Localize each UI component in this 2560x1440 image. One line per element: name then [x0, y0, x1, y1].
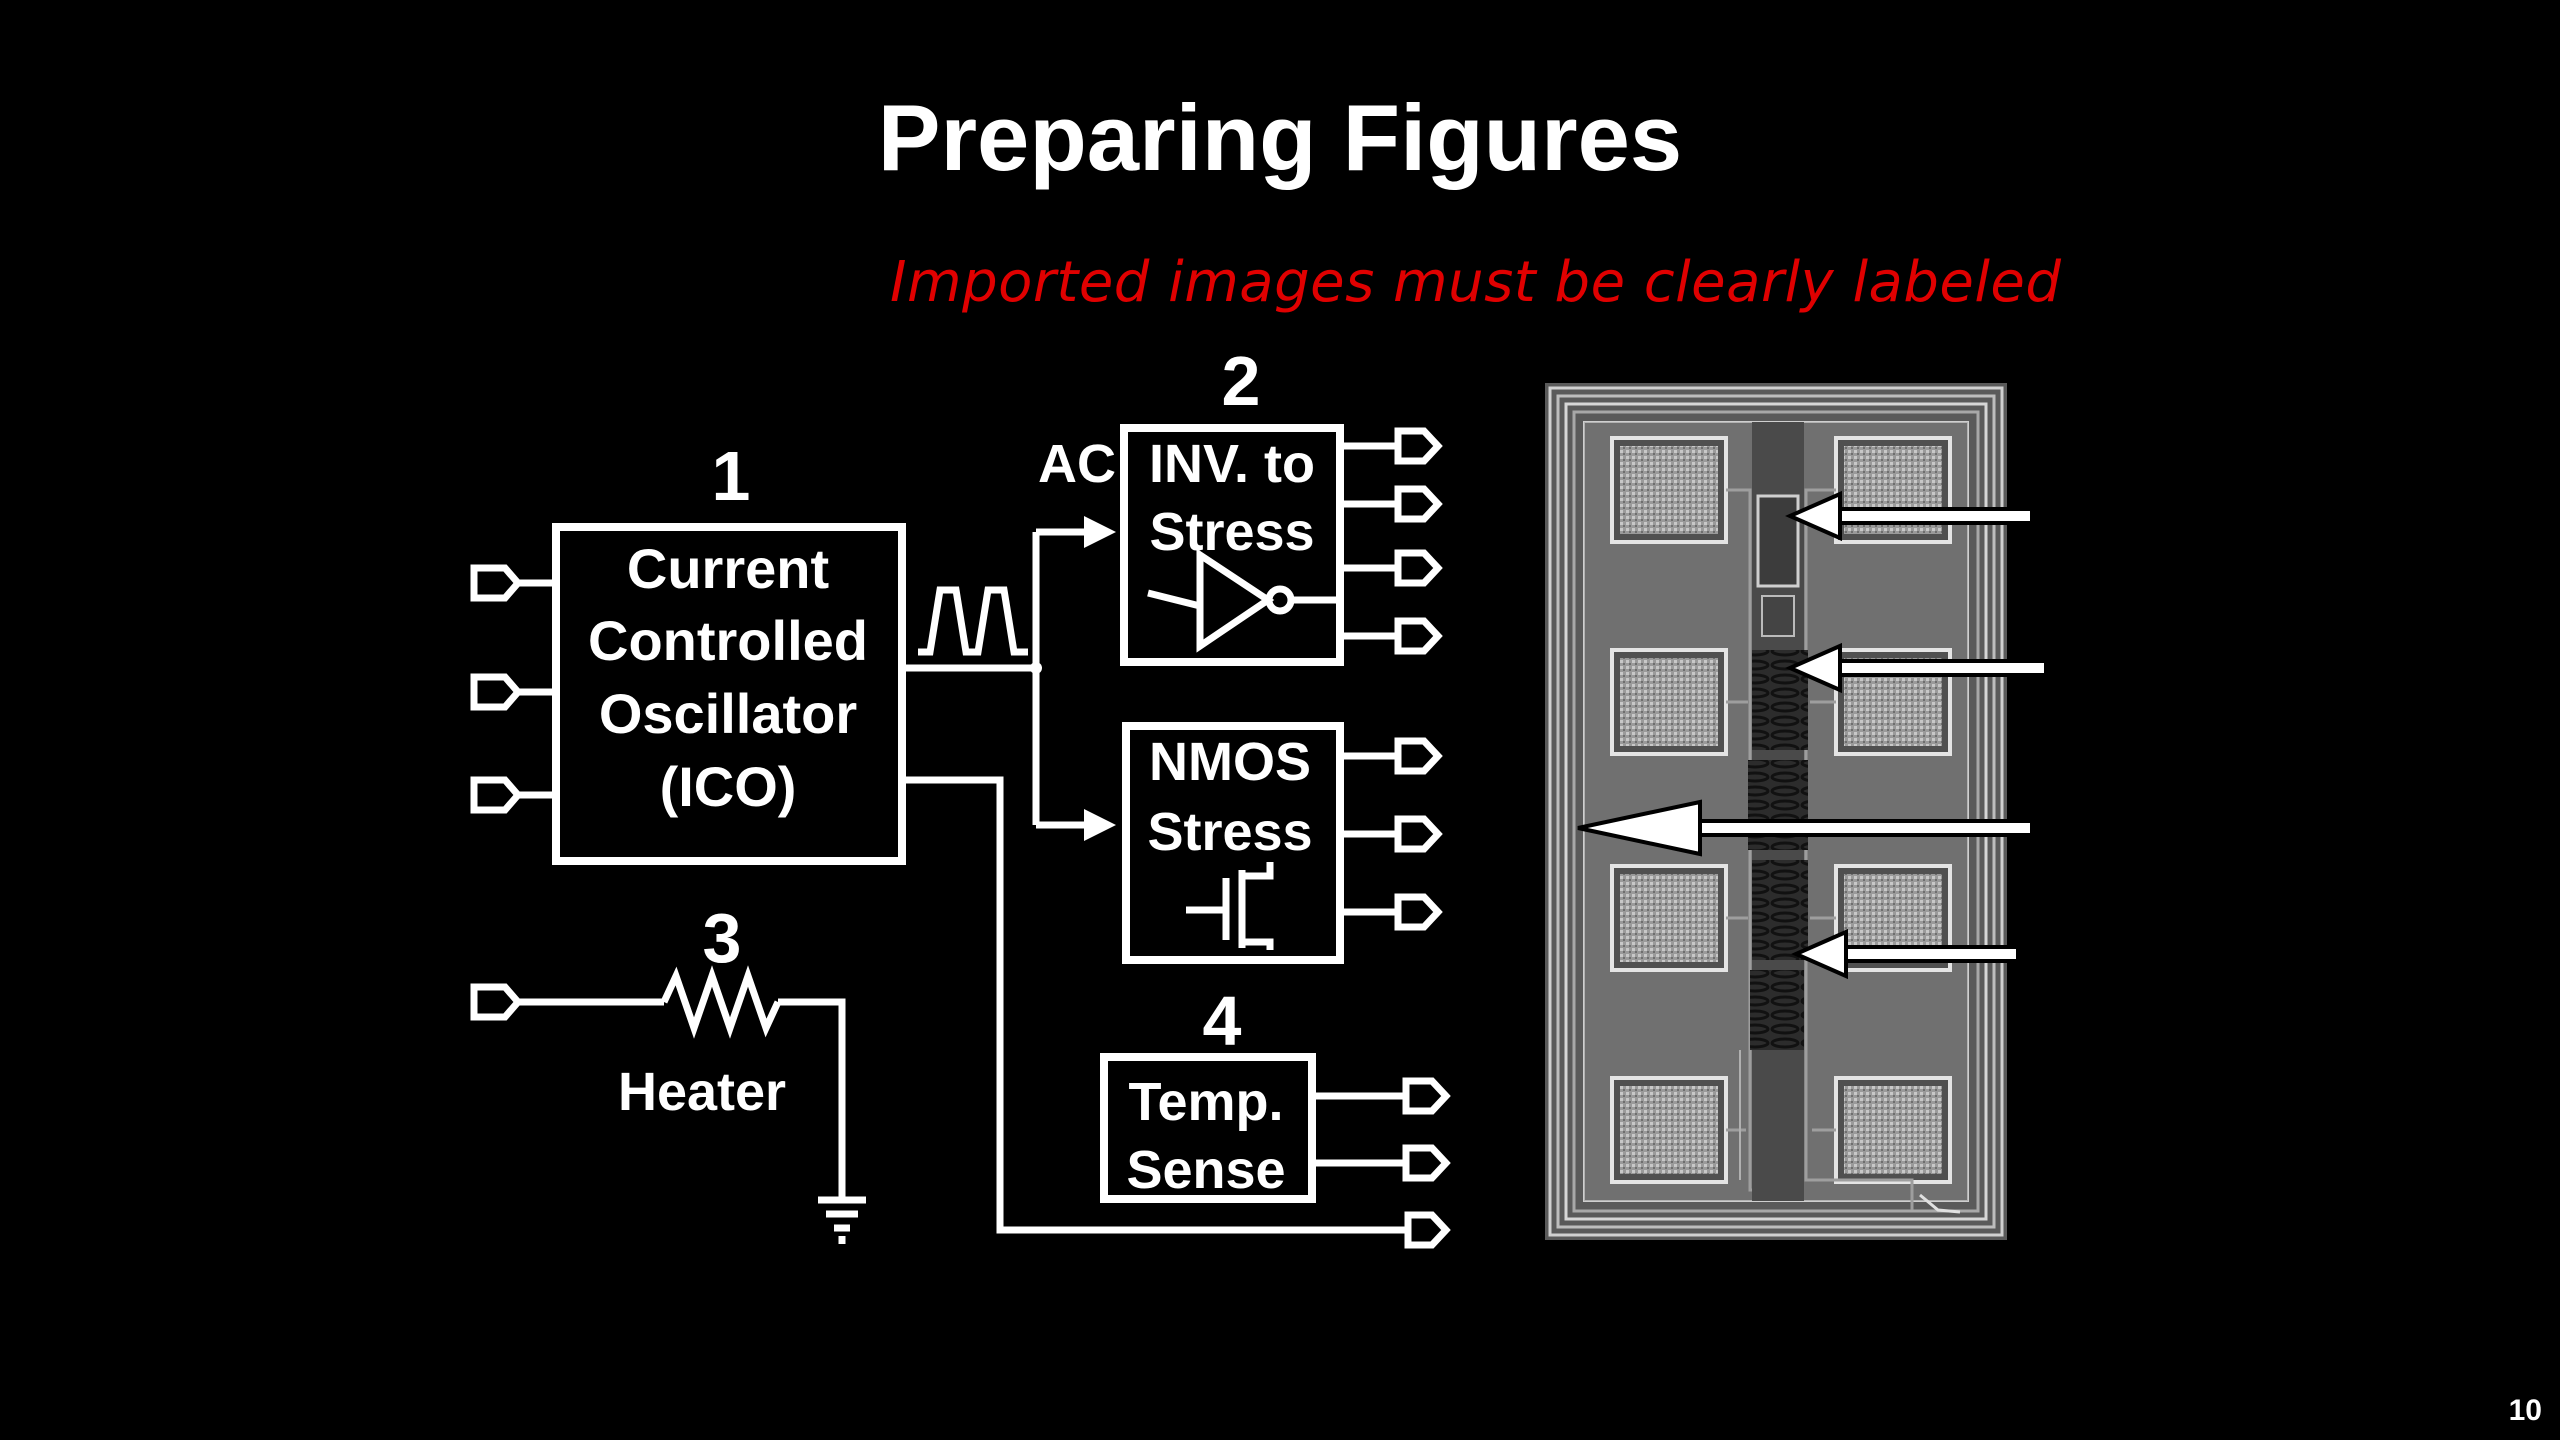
temp-label-line-1: Temp. [1128, 1072, 1283, 1132]
ico-label-line-2: Controlled [588, 609, 868, 672]
inverter-input-label: AC [1038, 434, 1116, 494]
nmos-label-line-1: NMOS [1149, 732, 1311, 792]
slide-subtitle: Imported images must be clearly labeled [890, 250, 2062, 315]
inverter-label-line-2: Stress [1149, 502, 1314, 562]
nmos-pin-3-icon [1394, 893, 1443, 931]
ico-block: 1 Current Controlled Oscillator (ICO) [470, 437, 906, 865]
inverter-pin-1-icon [1394, 427, 1443, 465]
ico-pin-3-icon [470, 776, 523, 814]
inverter-label-line-1: INV. to [1149, 434, 1315, 494]
inverter-block: 2 AC INV. to Stress [1038, 342, 1443, 666]
nmos-label-line-2: Stress [1147, 802, 1312, 862]
ico-label-line-4: (ICO) [660, 755, 797, 818]
temp-label-line-2: Sense [1126, 1140, 1285, 1200]
temp-box [1100, 1053, 1316, 1203]
ico-label-line-1: Current [627, 537, 829, 600]
temp-pin-2-icon [1402, 1144, 1451, 1182]
pulse-waveform-icon [918, 586, 1028, 656]
callout-arrows [1577, 490, 2044, 980]
page-number: 10 [2508, 1394, 2542, 1427]
nmos-pin-2-icon [1394, 815, 1443, 853]
temp-sense-block: 4 Temp. Sense [1100, 982, 1451, 1203]
ico-number: 1 [712, 437, 751, 515]
inverter-box [1120, 424, 1344, 666]
arrow-to-inverter-icon [1084, 516, 1116, 548]
nmos-pin-1-icon [1394, 737, 1443, 775]
inverter-pin-2-icon [1394, 485, 1443, 523]
inverter-symbol-icon [1147, 548, 1340, 653]
slide-title: Preparing Figures [877, 85, 1683, 190]
ico-pin-1-icon [470, 564, 523, 602]
heater-label: Heater [618, 1062, 786, 1122]
heater-number: 3 [703, 899, 742, 977]
resistor-icon [660, 965, 782, 1039]
ico-output-pin-icon [1404, 1211, 1451, 1249]
nmos-transistor-icon [1186, 862, 1274, 950]
callout-arrow-3-icon [1577, 799, 2030, 857]
nmos-block: NMOS Stress [1122, 722, 1443, 964]
callout-arrow-4-icon [1791, 928, 2016, 980]
heater-block: 3 Heater [470, 899, 866, 1244]
inverter-number: 2 [1222, 342, 1261, 420]
inverter-pin-4-icon [1394, 617, 1443, 655]
temp-pin-1-icon [1402, 1077, 1451, 1115]
temp-number: 4 [1203, 982, 1242, 1060]
nmos-box [1122, 722, 1344, 964]
ico-label-line-3: Oscillator [599, 682, 857, 745]
arrow-to-nmos-icon [1084, 809, 1116, 841]
ico-pin-2-icon [470, 673, 523, 711]
callout-arrow-1-icon [1785, 490, 2030, 542]
callout-arrow-2-icon [1785, 642, 2044, 694]
heater-pin-icon [470, 983, 523, 1021]
ground-icon [818, 1196, 866, 1244]
inverter-pin-3-icon [1394, 549, 1443, 587]
